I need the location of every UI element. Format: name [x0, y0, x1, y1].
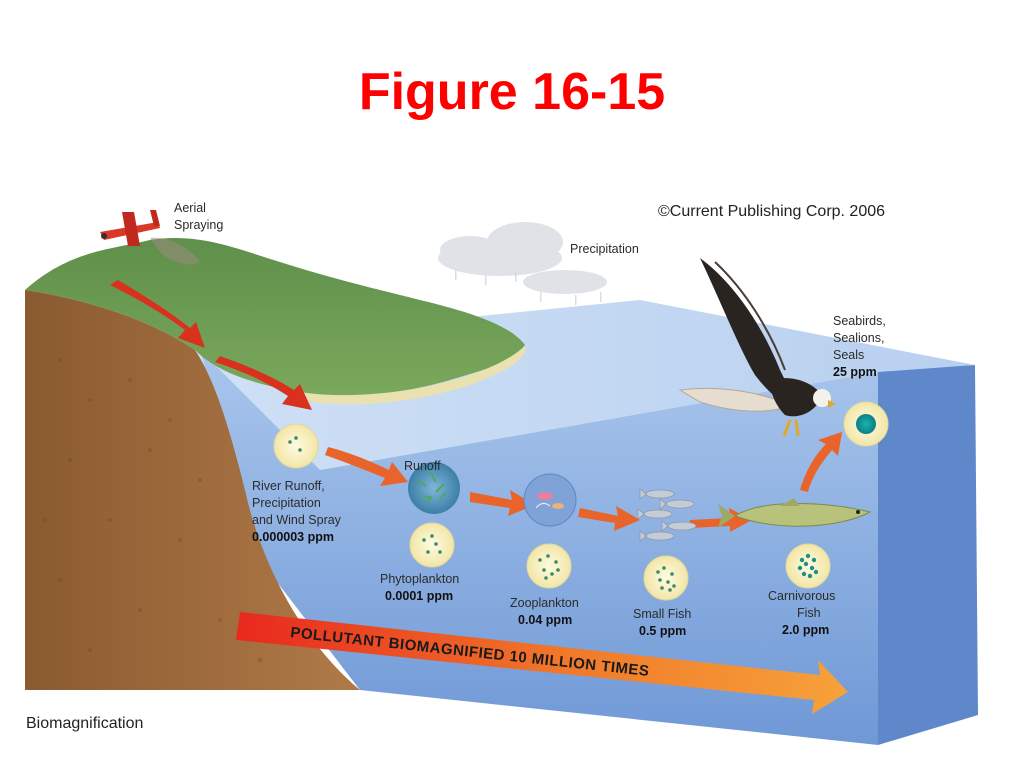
small-fish-dots-circle: [643, 555, 689, 601]
soil-texture: [43, 358, 262, 662]
carnivorous-fish-ppm: 2.0 ppm: [782, 623, 829, 637]
cloud-icon: [438, 222, 607, 294]
top-predator-ppm: 25 ppm: [833, 365, 877, 379]
phytoplankton-icon: [408, 462, 460, 514]
top-predator-line-3: Seals: [833, 348, 864, 362]
chain-arrow-1: [325, 447, 408, 486]
zooplankton-dots-circle: [526, 543, 572, 589]
water-side-face: [878, 365, 978, 745]
airplane-icon: [100, 210, 160, 246]
page-title: Figure 16-15: [358, 63, 666, 121]
aerial-label-2: Spraying: [174, 218, 223, 232]
biomagnification-diagram: POLLUTANT BIOMAGNIFIED 10 MILLION TIMES …: [25, 201, 978, 745]
carnivorous-fish-label-2: Fish: [797, 606, 821, 620]
carnivorous-fish-icon: [718, 498, 872, 528]
top-predator-line-1: Seabirds,: [833, 314, 886, 328]
small-fish-label: Small Fish: [633, 607, 691, 621]
source-pollutant-circle: [273, 423, 319, 469]
rain-streaks: [455, 270, 602, 305]
source-label-2: Precipitation: [252, 496, 321, 510]
carnivorous-fish-dots-circle: [785, 543, 831, 589]
soil-cliff: [25, 290, 360, 690]
runoff-label: Runoff: [404, 459, 441, 473]
carnivorous-fish-label-1: Carnivorous: [768, 589, 835, 603]
small-fish-icon: [637, 488, 697, 542]
phytoplankton-ppm: 0.0001 ppm: [385, 589, 453, 603]
copyright-text: ©Current Publishing Corp. 2006: [658, 203, 885, 220]
small-fish-ppm: 0.5 ppm: [639, 624, 686, 638]
top-predator-line-2: Sealions,: [833, 331, 884, 345]
phytoplankton-dots-circle: [409, 522, 455, 568]
aerial-label-1: Aerial: [174, 201, 206, 215]
precipitation-label: Precipitation: [570, 242, 639, 256]
chain-arrow-3: [578, 506, 640, 531]
source-label-1: River Runoff,: [252, 479, 325, 493]
beach: [300, 345, 526, 405]
source-ppm: 0.000003 ppm: [252, 530, 334, 544]
green-hill: [25, 238, 525, 396]
zooplankton-ppm: 0.04 ppm: [518, 613, 572, 627]
phytoplankton-label: Phytoplankton: [380, 572, 459, 586]
spray-cloud: [150, 237, 200, 265]
top-predator-dots-circle: [843, 401, 889, 447]
figure-caption: Biomagnification: [26, 715, 143, 732]
runoff-arrow-2: [215, 356, 312, 410]
chain-arrow-5: [800, 432, 842, 492]
chain-arrow-2: [470, 490, 535, 516]
source-label-3: and Wind Spray: [252, 513, 342, 527]
zooplankton-label: Zooplankton: [510, 596, 579, 610]
zooplankton-icon: [523, 473, 577, 527]
eagle-icon: [678, 258, 836, 437]
runoff-arrow-1: [110, 280, 205, 348]
